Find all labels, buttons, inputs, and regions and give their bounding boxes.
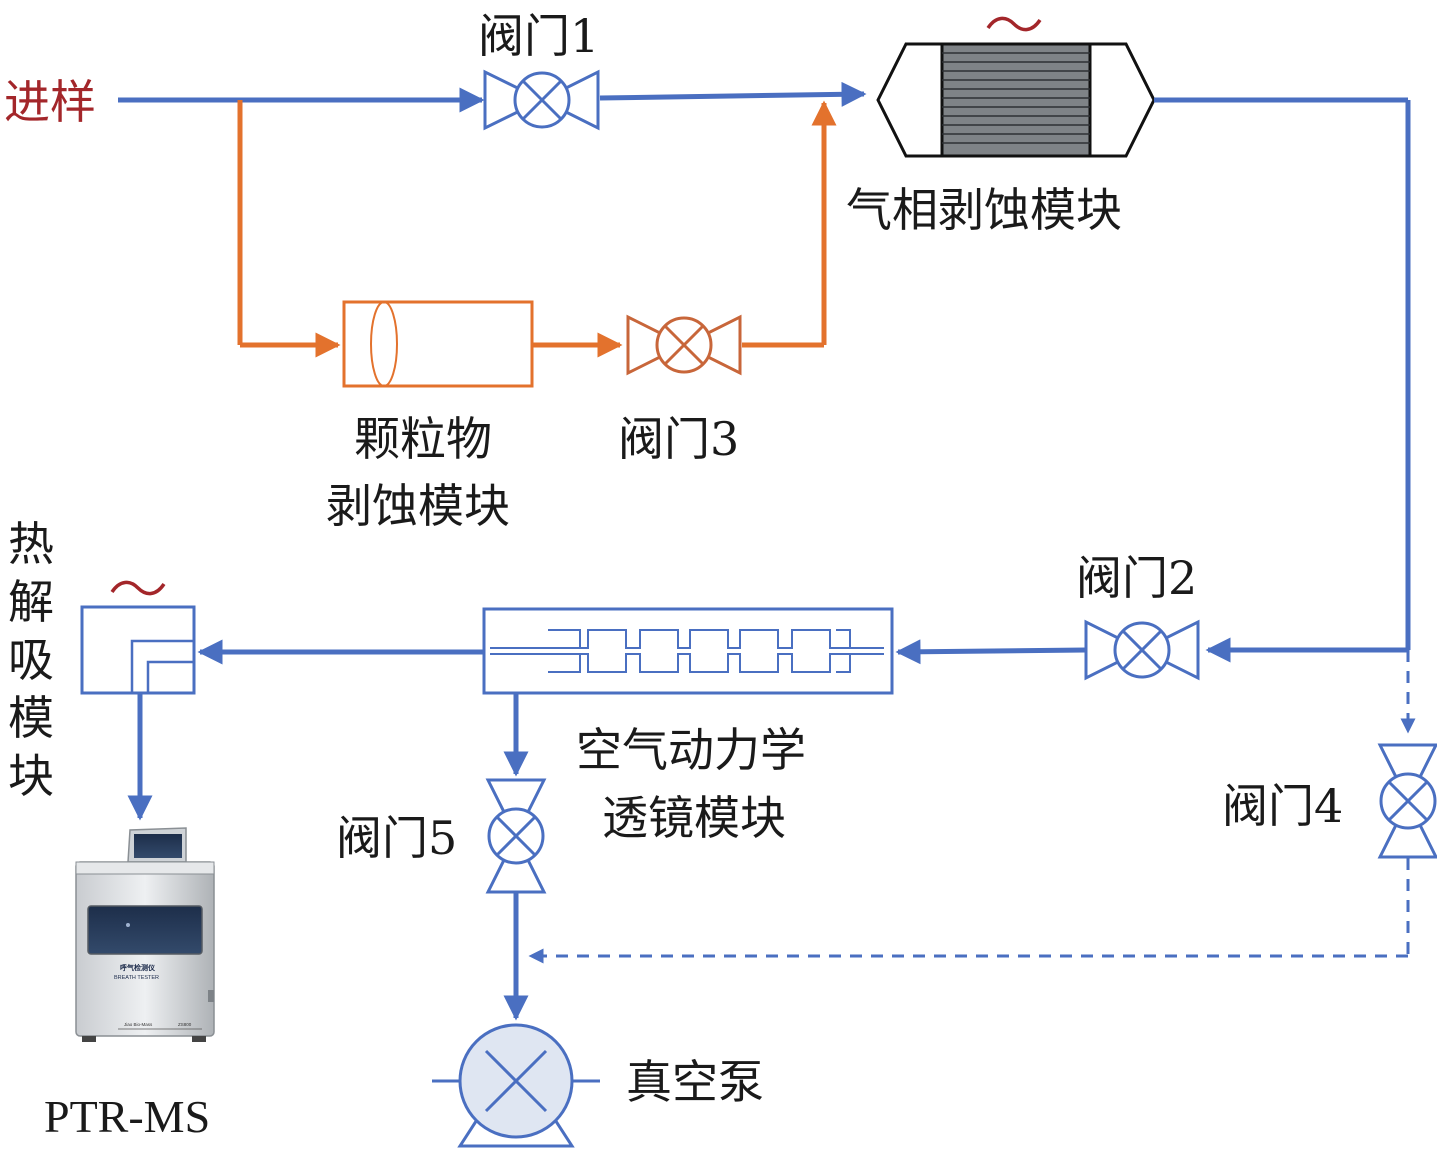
valve1-icon <box>483 69 600 131</box>
gas-module-heater-icon <box>986 16 1042 32</box>
device-brand-cn: 呼气检测仪 <box>120 963 156 972</box>
device-model: ZS800 <box>178 1022 192 1027</box>
particle-module-icon <box>342 300 534 388</box>
device-brand-en: BREATH TESTER <box>114 975 159 981</box>
instrument-label: PTR-MS <box>44 1091 210 1142</box>
thermal-heater-icon <box>110 580 166 596</box>
valve2-outlet-line <box>895 639 1087 665</box>
right-loop-line <box>1154 97 1411 663</box>
thermal-char: 吸 <box>8 633 54 687</box>
gas-module-label: 气相剥蚀模块 <box>846 183 1122 237</box>
ptr-ms-instrument: 呼气检测仪 BREATH TESTER Jiao Bio-Mass ZS800 <box>75 827 215 1042</box>
thermal-module-icon <box>80 605 196 695</box>
thermal-char: 解 <box>8 575 54 629</box>
thermal-char: 块 <box>8 749 54 803</box>
valve1-label: 阀门1 <box>478 9 599 63</box>
valve3-outlet-line <box>742 100 837 348</box>
valve3-label: 阀门3 <box>618 412 739 466</box>
gas-module-icon <box>876 42 1156 158</box>
particle-module-label-1: 颗粒物 <box>354 412 492 466</box>
valve5-label: 阀门5 <box>336 811 457 865</box>
device-maker: Jiao Bio-Mass <box>124 1022 153 1027</box>
valve1-outlet-line <box>599 81 867 107</box>
lens-module-label-2: 透镜模块 <box>602 791 786 845</box>
valve5-icon <box>485 778 547 894</box>
thermal-module-label: 热 解 吸 模 块 <box>8 517 54 803</box>
valve2-label: 阀门2 <box>1076 551 1197 605</box>
valve2-icon <box>1084 619 1200 681</box>
lens-module-icon <box>482 607 894 695</box>
particle-branch-line <box>237 100 341 358</box>
valve3-icon <box>626 314 742 376</box>
valve4-icon <box>1377 743 1437 859</box>
valve4-label: 阀门4 <box>1222 779 1343 833</box>
thermal-char: 模 <box>8 691 54 745</box>
vacuum-pump-icon <box>432 1023 600 1148</box>
thermal-char: 热 <box>8 517 54 571</box>
valve4-outlet-line <box>528 858 1410 964</box>
pump-label: 真空泵 <box>626 1055 764 1109</box>
inlet-label: 进样 <box>4 75 96 129</box>
particle-module-label-2: 剥蚀模块 <box>326 479 510 533</box>
lens-module-label-1: 空气动力学 <box>576 723 806 777</box>
